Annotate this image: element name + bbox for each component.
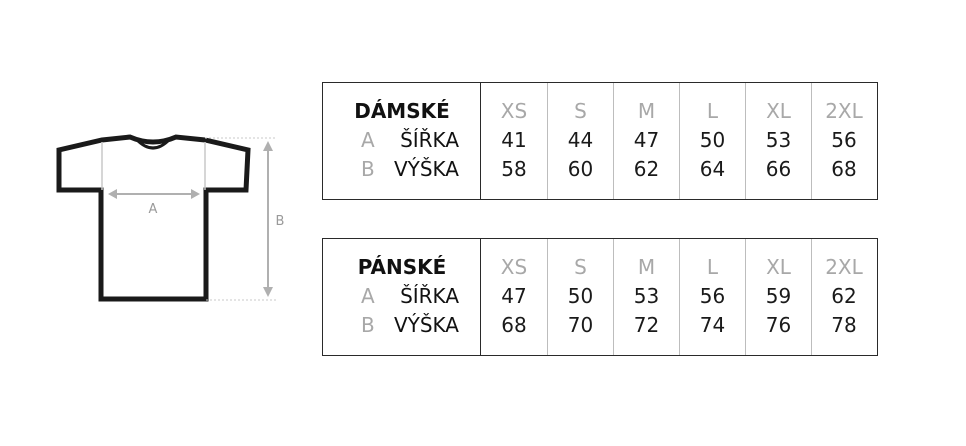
width-label-a: A (149, 202, 158, 217)
men-size-column: S 50 70 (547, 239, 613, 355)
width-value: 59 (765, 284, 792, 308)
women-row-height-letter: B (361, 157, 375, 181)
height-value: 74 (699, 313, 726, 337)
height-arrowhead-top (263, 141, 273, 151)
women-table-title: DÁMSKÉ (354, 99, 450, 123)
women-row-width-name: ŠÍŘKA (400, 128, 459, 152)
collar-line (135, 138, 171, 150)
size-header: XS (500, 255, 528, 279)
height-label-b: B (276, 214, 285, 229)
men-size-table: PÁNSKÉ A ŠÍŘKA B VÝŠKA XS 47 68 S 50 70 … (322, 238, 878, 356)
size-header: L (706, 99, 719, 123)
width-value: 44 (567, 128, 594, 152)
men-size-column: 2XL 62 78 (811, 239, 876, 355)
tshirt-outline (56, 134, 251, 302)
size-header: XS (500, 99, 528, 123)
width-value: 50 (699, 128, 726, 152)
women-label-column: DÁMSKÉ A ŠÍŘKA B VÝŠKA (323, 83, 481, 199)
women-size-column: S 44 60 (547, 83, 613, 199)
men-size-column: XL 59 76 (745, 239, 811, 355)
width-value: 62 (831, 284, 857, 308)
men-row-height-letter: B (361, 313, 375, 337)
women-size-column: M 47 62 (613, 83, 679, 199)
size-header: 2XL (825, 255, 863, 279)
width-value: 53 (633, 284, 660, 308)
width-arrowhead-right (191, 189, 200, 199)
men-size-column: L 56 74 (679, 239, 745, 355)
women-row-width-letter: A (361, 128, 375, 152)
men-row-height-name: VÝŠKA (393, 313, 459, 337)
size-header: XL (766, 99, 791, 123)
size-header: XL (766, 255, 791, 279)
size-header: S (574, 99, 587, 123)
men-label-column: PÁNSKÉ A ŠÍŘKA B VÝŠKA (323, 239, 481, 355)
width-value: 53 (765, 128, 792, 152)
height-value: 78 (831, 313, 857, 337)
height-value: 62 (633, 157, 660, 181)
women-row-height-name: VÝŠKA (393, 157, 459, 181)
width-value: 56 (831, 128, 857, 152)
height-value: 76 (765, 313, 792, 337)
height-value: 68 (831, 157, 857, 181)
height-value: 58 (501, 157, 527, 181)
size-header: 2XL (825, 99, 863, 123)
width-value: 47 (501, 284, 527, 308)
women-size-column: XL 53 66 (745, 83, 811, 199)
width-value: 41 (501, 128, 527, 152)
size-header: L (706, 255, 719, 279)
men-row-width-letter: A (361, 284, 375, 308)
size-header: M (637, 255, 656, 279)
women-size-column: 2XL 56 68 (811, 83, 876, 199)
width-arrowhead-left (108, 189, 117, 199)
height-value: 68 (501, 313, 527, 337)
height-value: 60 (567, 157, 594, 181)
height-value: 70 (567, 313, 594, 337)
men-table-title: PÁNSKÉ (357, 255, 447, 279)
men-size-column: XS 47 68 (481, 239, 547, 355)
women-size-table: DÁMSKÉ A ŠÍŘKA B VÝŠKA XS 41 58 S 44 60 … (322, 82, 878, 200)
height-value: 64 (699, 157, 726, 181)
men-row-width-name: ŠÍŘKA (400, 284, 459, 308)
size-header: M (637, 99, 656, 123)
women-size-column: L 50 64 (679, 83, 745, 199)
width-value: 50 (567, 284, 594, 308)
width-value: 56 (699, 284, 726, 308)
women-size-column: XS 41 58 (481, 83, 547, 199)
men-size-column: M 53 72 (613, 239, 679, 355)
tshirt-measurement-diagram: A B (56, 134, 285, 302)
height-arrowhead-bottom (263, 287, 273, 297)
size-header: S (574, 255, 587, 279)
height-value: 66 (765, 157, 792, 181)
width-value: 47 (633, 128, 660, 152)
height-value: 72 (633, 313, 660, 337)
